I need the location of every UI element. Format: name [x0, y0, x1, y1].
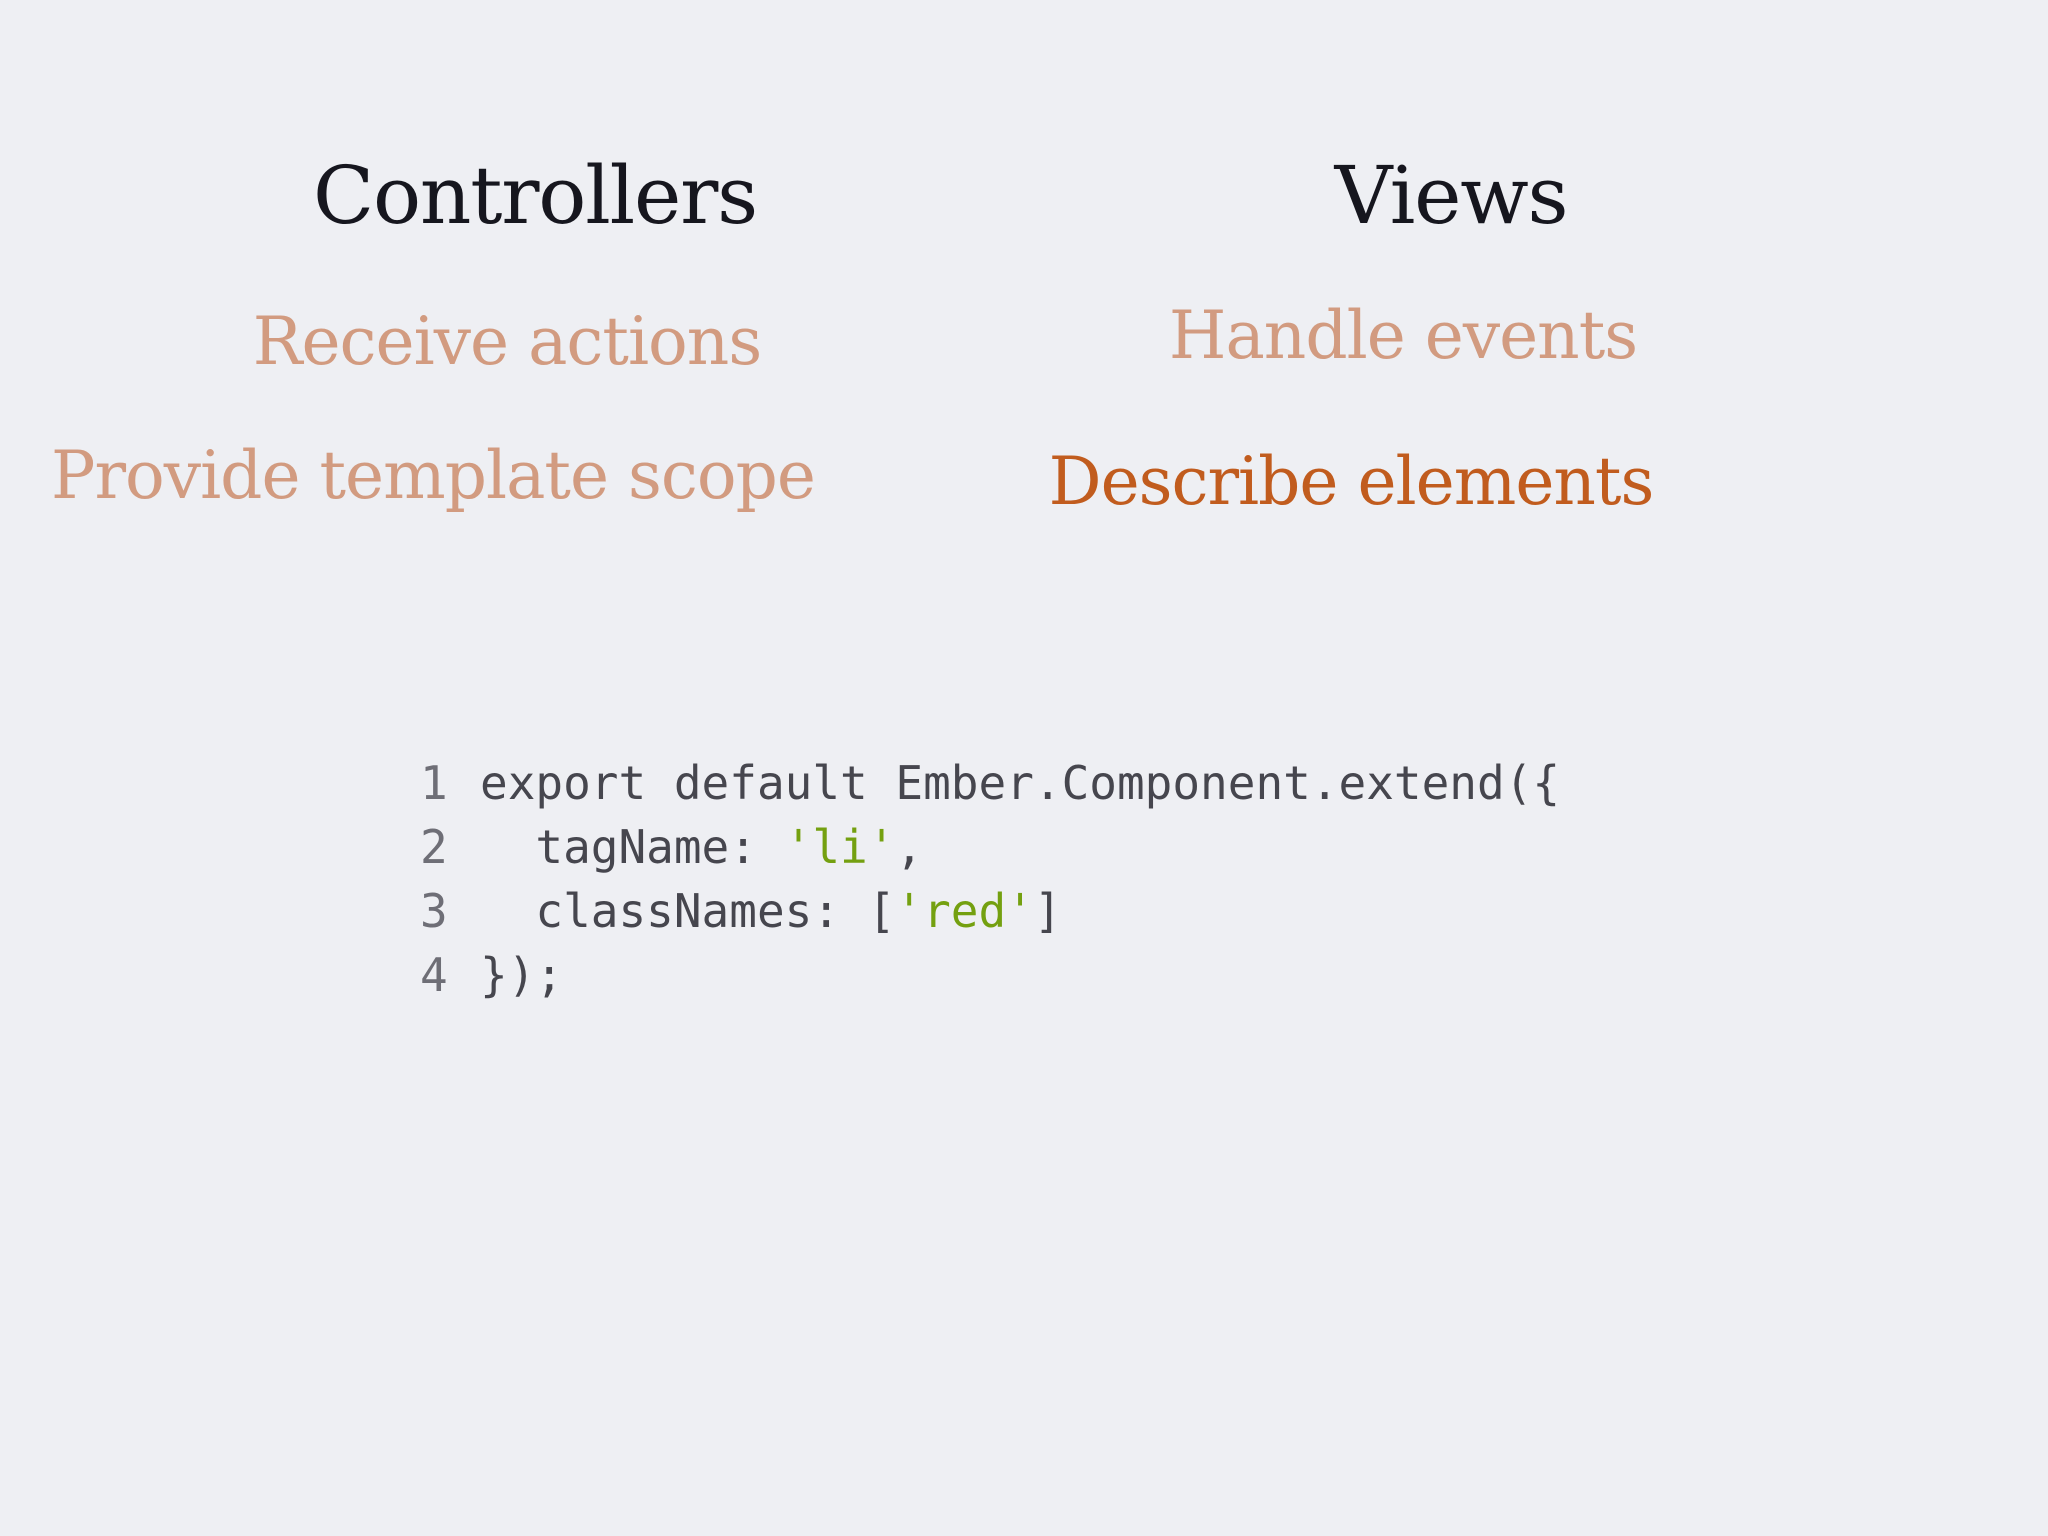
code-line: 4}); — [420, 943, 1560, 1007]
column-heading-views: Views — [1334, 149, 1569, 242]
code-token-plain: ] — [1033, 884, 1062, 938]
list-item-handle-events: Handle events — [1168, 297, 1638, 374]
code-token-plain: }); — [480, 948, 564, 1002]
code-block: 1 export default Ember.Component.extend({… — [420, 751, 1560, 1007]
list-item-describe-elements: Describe elements — [1048, 443, 1655, 520]
code-line: 3 classNames: ['red'] — [420, 879, 1560, 943]
line-number: 1 — [420, 756, 448, 810]
code-line: 1 export default Ember.Component.extend({ — [420, 751, 1560, 815]
line-number: 2 — [420, 820, 448, 874]
list-item-receive-actions: Receive actions — [252, 303, 762, 380]
code-token-string: 'li' — [784, 820, 896, 874]
code-token-plain: , — [895, 820, 924, 874]
code-token-plain: export default Ember.Component.extend({ — [480, 756, 1561, 810]
line-number: 3 — [420, 884, 448, 938]
line-number: 4 — [420, 948, 448, 1002]
list-item-provide-template-scope: Provide template scope — [51, 437, 816, 514]
code-line: 2 tagName: 'li', — [420, 815, 1560, 879]
code-token-plain: classNames: [ — [480, 884, 896, 938]
code-token-string: 'red' — [895, 884, 1034, 938]
code-token-plain: tagName: — [480, 820, 785, 874]
column-heading-controllers: Controllers — [312, 149, 758, 242]
